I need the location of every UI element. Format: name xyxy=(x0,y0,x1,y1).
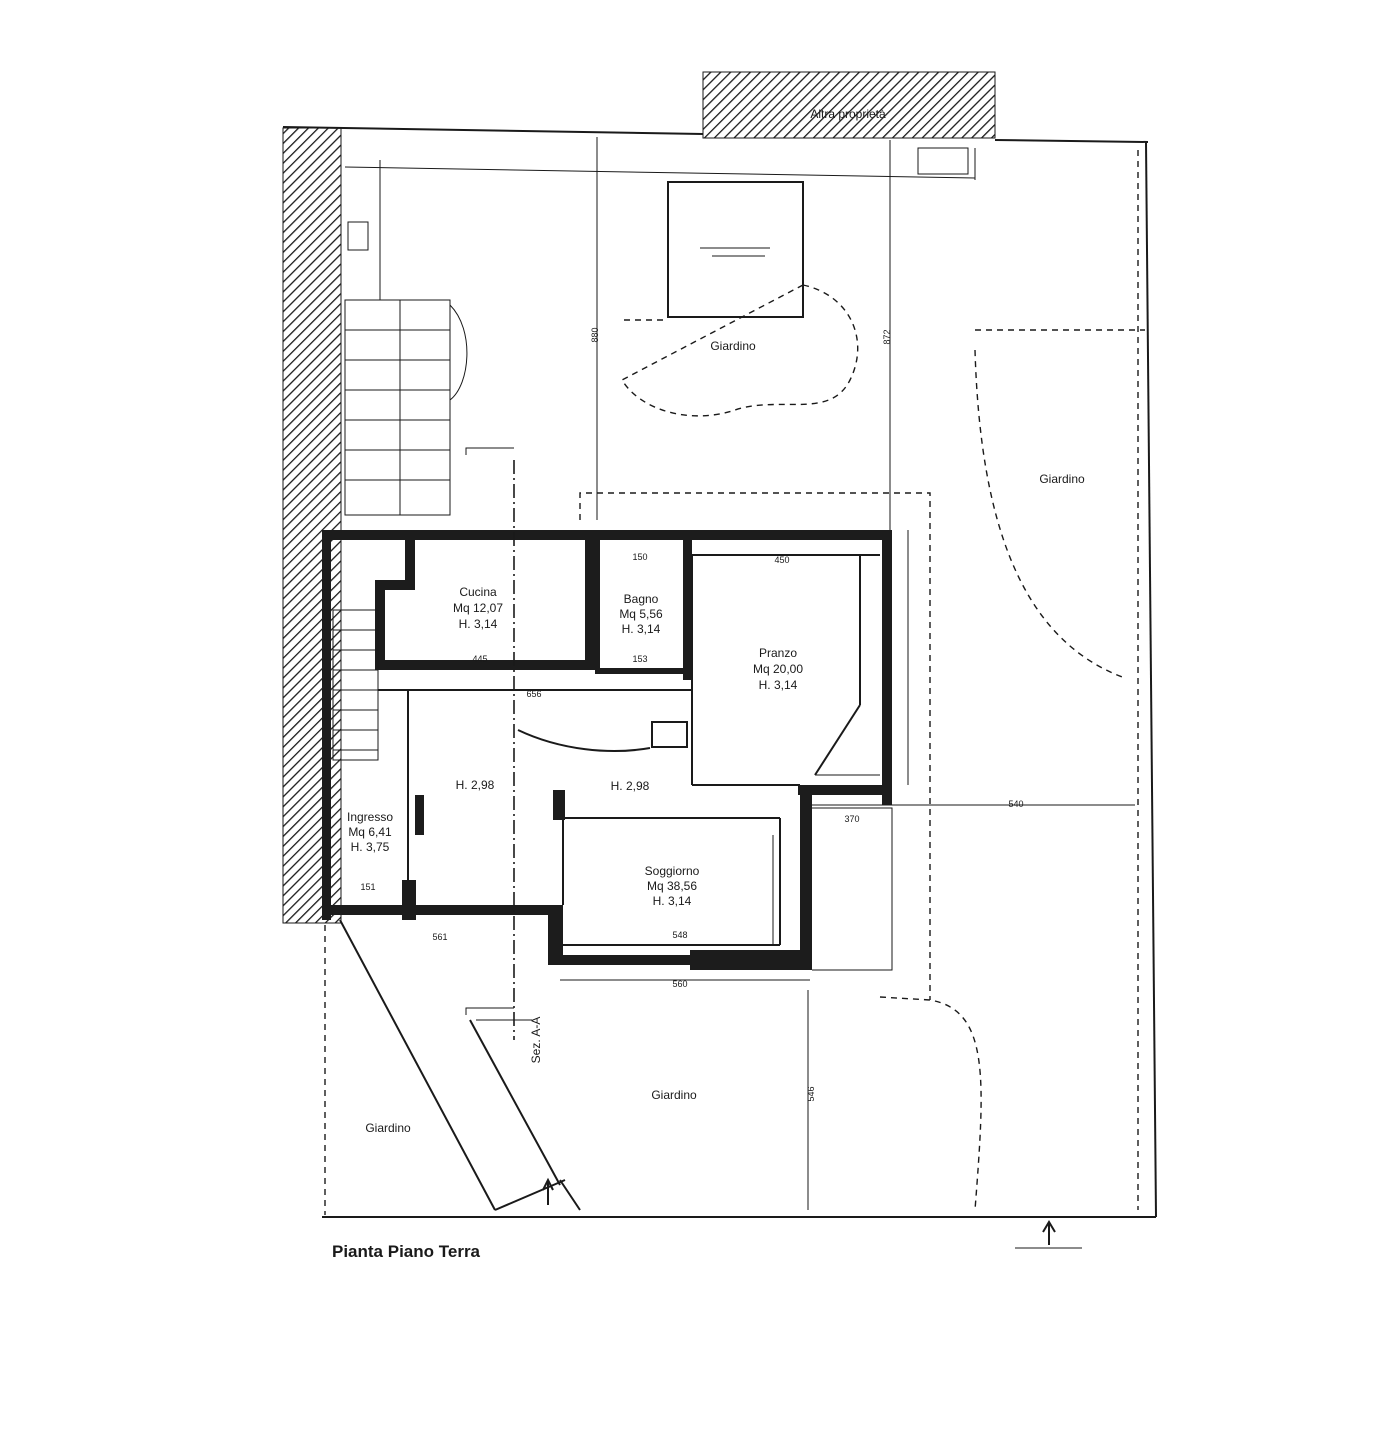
garden-south-label: Giardino xyxy=(651,1088,697,1102)
entrance-arrow-icon xyxy=(542,1177,554,1205)
garden-southwest-label: Giardino xyxy=(365,1121,411,1135)
plan-title: Pianta Piano Terra xyxy=(332,1242,481,1261)
terrace-outline xyxy=(579,492,931,1000)
entrance-ramp xyxy=(339,919,581,1211)
pranzo-area: Mq 20,00 xyxy=(753,662,803,676)
section-marker-top xyxy=(465,447,514,455)
soggiorno-name: Soggiorno xyxy=(645,864,700,878)
room-soggiorno: Soggiorno Mq 38,56 H. 3,14 xyxy=(645,864,700,908)
adjacent-property: Altra proprietà xyxy=(702,71,996,139)
garden-north-label: Giardino xyxy=(710,339,756,353)
dim-ingresso-bottom: 151 xyxy=(360,882,375,892)
soggiorno-area: Mq 38,56 xyxy=(647,879,697,893)
dim-north-vertical: 880 xyxy=(590,327,600,342)
section-label: Sez. A-A xyxy=(529,1017,543,1064)
dim-hall-width: 656 xyxy=(526,689,541,699)
pool-area xyxy=(667,181,804,318)
ingresso-height: H. 3,75 xyxy=(351,840,390,854)
bagno-area: Mq 5,56 xyxy=(619,607,663,621)
dim-pranzo-width: 450 xyxy=(774,555,789,565)
soggiorno-height: H. 3,14 xyxy=(653,894,692,908)
site-boundary xyxy=(282,126,1157,1218)
dimension-lines xyxy=(560,530,1135,1210)
pranzo-name: Pranzo xyxy=(759,646,797,660)
section-marker-bottom xyxy=(465,1007,514,1015)
east-wing-outline xyxy=(812,807,893,971)
house-walls xyxy=(322,530,892,970)
bagno-name: Bagno xyxy=(624,592,659,606)
dim-cucina-bottom: 445 xyxy=(472,654,487,664)
ingresso-name: Ingresso xyxy=(347,810,393,824)
south-garden-bed xyxy=(879,996,982,1211)
bagno-height: H. 3,14 xyxy=(622,622,661,636)
dim-lower-left: 561 xyxy=(432,932,447,942)
north-garden-bed xyxy=(621,284,859,417)
dim-east-span: 540 xyxy=(1008,799,1023,809)
room-bagno: Bagno Mq 5,56 H. 3,14 xyxy=(619,592,663,636)
dim-top-vertical: 872 xyxy=(882,329,892,344)
cucina-area: Mq 12,07 xyxy=(453,601,503,615)
dim-corner-small: 370 xyxy=(844,814,859,824)
pranzo-height: H. 3,14 xyxy=(759,678,798,692)
dim-bagno-bottom: 153 xyxy=(632,654,647,664)
room-pranzo: Pranzo Mq 20,00 H. 3,14 xyxy=(753,646,803,692)
dim-bagno-width: 150 xyxy=(632,552,647,562)
adjacent-property-label: Altra proprietà xyxy=(810,107,886,121)
dim-south-width: 560 xyxy=(672,979,687,989)
gate-arrow-icon xyxy=(1015,1220,1082,1249)
exterior-staircase xyxy=(344,160,468,516)
hall-left-height: H. 2,98 xyxy=(456,778,495,792)
room-cucina: Cucina Mq 12,07 H. 3,14 xyxy=(453,585,503,631)
hall-right-height: H. 2,98 xyxy=(611,779,650,793)
east-garden-bed xyxy=(974,329,1145,679)
cucina-height: H. 3,14 xyxy=(459,617,498,631)
cucina-name: Cucina xyxy=(459,585,497,599)
left-boundary-wall xyxy=(282,127,342,924)
dim-south-vertical: 546 xyxy=(806,1086,816,1101)
ingresso-area: Mq 6,41 xyxy=(348,825,392,839)
room-ingresso: Ingresso Mq 6,41 H. 3,75 xyxy=(347,810,393,854)
garden-east-label: Giardino xyxy=(1039,472,1085,486)
dim-soggiorno-width: 548 xyxy=(672,930,687,940)
